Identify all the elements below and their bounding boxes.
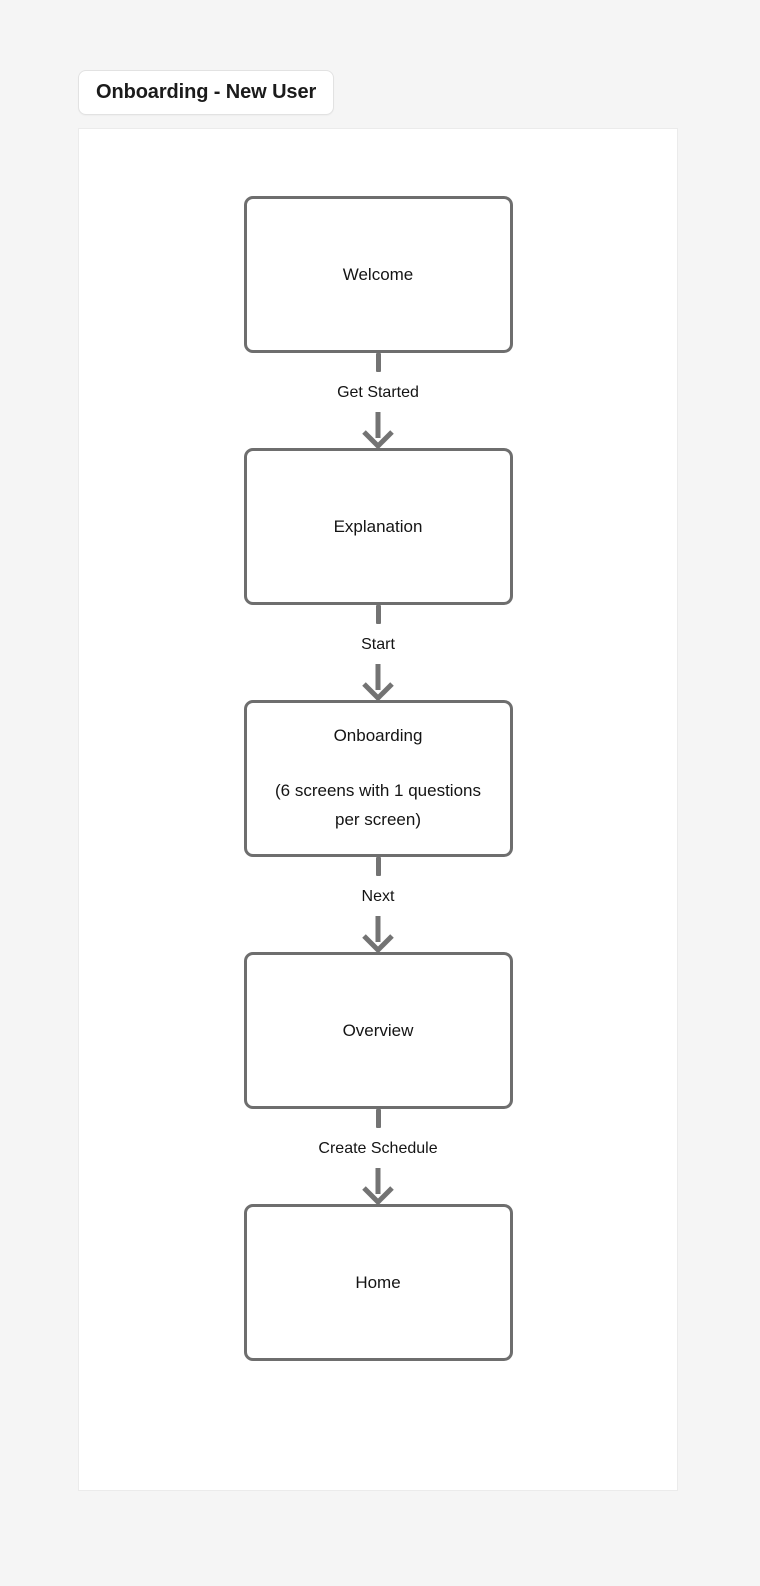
flow-node-overview[interactable]: Overview <box>243 952 513 1109</box>
flow-node-welcome[interactable]: Welcome <box>243 196 513 353</box>
arrow-down-icon <box>362 916 394 952</box>
flow-connector-next: Next <box>244 857 513 952</box>
node-sublabel: (6 screens with 1 questions per screen) <box>275 780 481 829</box>
connector-stub <box>375 857 381 876</box>
arrow-down-icon <box>362 664 394 700</box>
node-label: Explanation <box>333 516 423 536</box>
flow-node-home[interactable]: Home <box>243 1204 513 1361</box>
node-label: Overview <box>342 1020 414 1040</box>
node-label: Onboarding <box>333 725 423 745</box>
connector-stub <box>375 1109 381 1128</box>
node-label: Home <box>355 1272 401 1292</box>
arrow-down-icon <box>362 1168 394 1204</box>
node-label: Welcome <box>342 264 414 284</box>
connector-label: Create Schedule <box>318 1140 438 1157</box>
flow-connector-start: Start <box>244 605 513 700</box>
connector-stub <box>375 353 381 372</box>
connector-label: Start <box>361 636 395 653</box>
flow-diagram: Welcome Get Started Explanation Start <box>79 129 677 1361</box>
flow-node-onboarding[interactable]: Onboarding (6 screens with 1 questions p… <box>243 700 513 857</box>
flow-node-explanation[interactable]: Explanation <box>243 448 513 605</box>
connector-label: Next <box>361 888 395 905</box>
connector-label: Get Started <box>337 384 419 401</box>
connector-stub <box>375 605 381 624</box>
arrow-down-icon <box>362 412 394 448</box>
flow-canvas[interactable]: Welcome Get Started Explanation Start <box>78 128 678 1491</box>
flow-title-badge[interactable]: Onboarding - New User <box>78 70 335 115</box>
flow-connector-create-schedule: Create Schedule <box>244 1109 513 1204</box>
page-title: Onboarding - New User <box>96 81 317 103</box>
flow-connector-get-started: Get Started <box>244 353 513 448</box>
